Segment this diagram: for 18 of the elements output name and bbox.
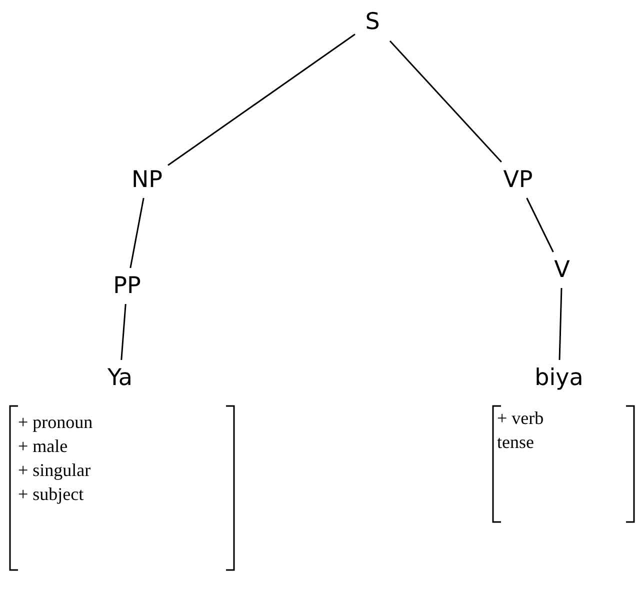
feature-text: + pronoun	[18, 411, 93, 434]
tree-node-label: Ya	[100, 360, 140, 396]
tree-branch	[168, 34, 356, 166]
tree-node-label: PP	[106, 268, 148, 304]
tree-node-label: VP	[495, 162, 541, 198]
feature-text: + subject	[18, 483, 84, 506]
tree-branch	[130, 198, 144, 268]
tree-node-label: biya	[527, 360, 591, 396]
tree-branch	[526, 198, 554, 252]
feature-text: + verb tense	[497, 407, 545, 454]
tree-node-label: S	[355, 2, 390, 42]
tree-branch	[389, 40, 502, 162]
tree-branch	[558, 288, 562, 360]
feature-text: + singular	[18, 459, 91, 482]
tree-node-label: NP	[126, 162, 168, 198]
feature-text: + male	[18, 435, 68, 458]
tree-branch	[120, 304, 126, 360]
tree-node-label: V	[549, 252, 575, 288]
